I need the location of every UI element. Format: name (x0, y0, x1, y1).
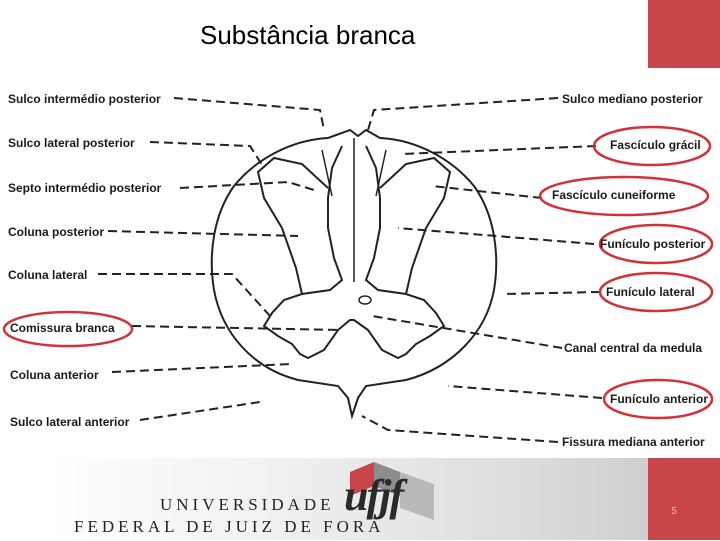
label-sulco-lateral-posterior: Sulco lateral posterior (8, 136, 135, 150)
cord-outline (210, 128, 498, 420)
highlight-fasciculo-cuneiforme (538, 175, 710, 217)
spinal-cord-diagram: Sulco intermédio posterior Sulco lateral… (2, 68, 716, 458)
logo-mark (350, 462, 434, 520)
label-fasciculo-gracil: Fascículo grácil (610, 138, 701, 152)
label-fasciculo-cuneiforme: Fascículo cuneiforme (552, 188, 676, 202)
label-sulco-mediano-posterior: Sulco mediano posterior (562, 92, 703, 106)
label-comissura-branca: Comissura branca (10, 321, 115, 335)
highlight-funiculo-anterior (602, 378, 714, 420)
ufjf-logo (330, 462, 440, 536)
label-coluna-posterior: Coluna posterior (8, 225, 105, 239)
highlight-funiculo-posterior (598, 223, 714, 265)
label-fissura-mediana-anterior: Fissura mediana anterior (562, 435, 705, 449)
gray-matter (262, 145, 446, 360)
label-funiculo-posterior: Funículo posterior (600, 237, 706, 251)
septum-line-left (321, 149, 333, 197)
accent-bar-top (648, 0, 720, 68)
right-leader-lines (361, 97, 603, 443)
label-sulco-lateral-anterior: Sulco lateral anterior (10, 415, 130, 429)
label-septo-intermedio-posterior: Septo intermédio posterior (8, 181, 162, 195)
posterior-horn-left (256, 156, 329, 295)
central-canal (358, 295, 372, 305)
label-funiculo-lateral: Funículo lateral (606, 285, 695, 299)
page-number: 5 (671, 506, 677, 517)
label-coluna-anterior: Coluna anterior (10, 368, 99, 382)
logo-text: ufjf (344, 471, 404, 520)
slide-title: Substância branca (200, 20, 416, 50)
highlight-fasciculo-gracil (592, 125, 712, 167)
footer-banner (48, 458, 648, 540)
label-sulco-intermedio-posterior: Sulco intermédio posterior (8, 92, 161, 106)
highlight-comissura-branca (2, 310, 134, 348)
left-leader-lines (98, 97, 343, 421)
footer-university-line1: UNIVERSIDADE (160, 495, 335, 514)
highlight-funiculo-lateral (598, 271, 714, 313)
accent-bar-bottom (648, 458, 720, 540)
label-funiculo-anterior: Funículo anterior (610, 392, 709, 406)
diagram-drawing (2, 97, 714, 443)
posterior-horn-right (379, 156, 452, 295)
footer-university-line2: FEDERAL DE JUIZ DE FORA (74, 517, 385, 536)
septum-line-right (375, 149, 387, 197)
label-coluna-lateral: Coluna lateral (8, 268, 88, 282)
label-canal-central-da-medula: Canal central da medula (564, 341, 703, 355)
highlight-ellipses (2, 125, 714, 420)
